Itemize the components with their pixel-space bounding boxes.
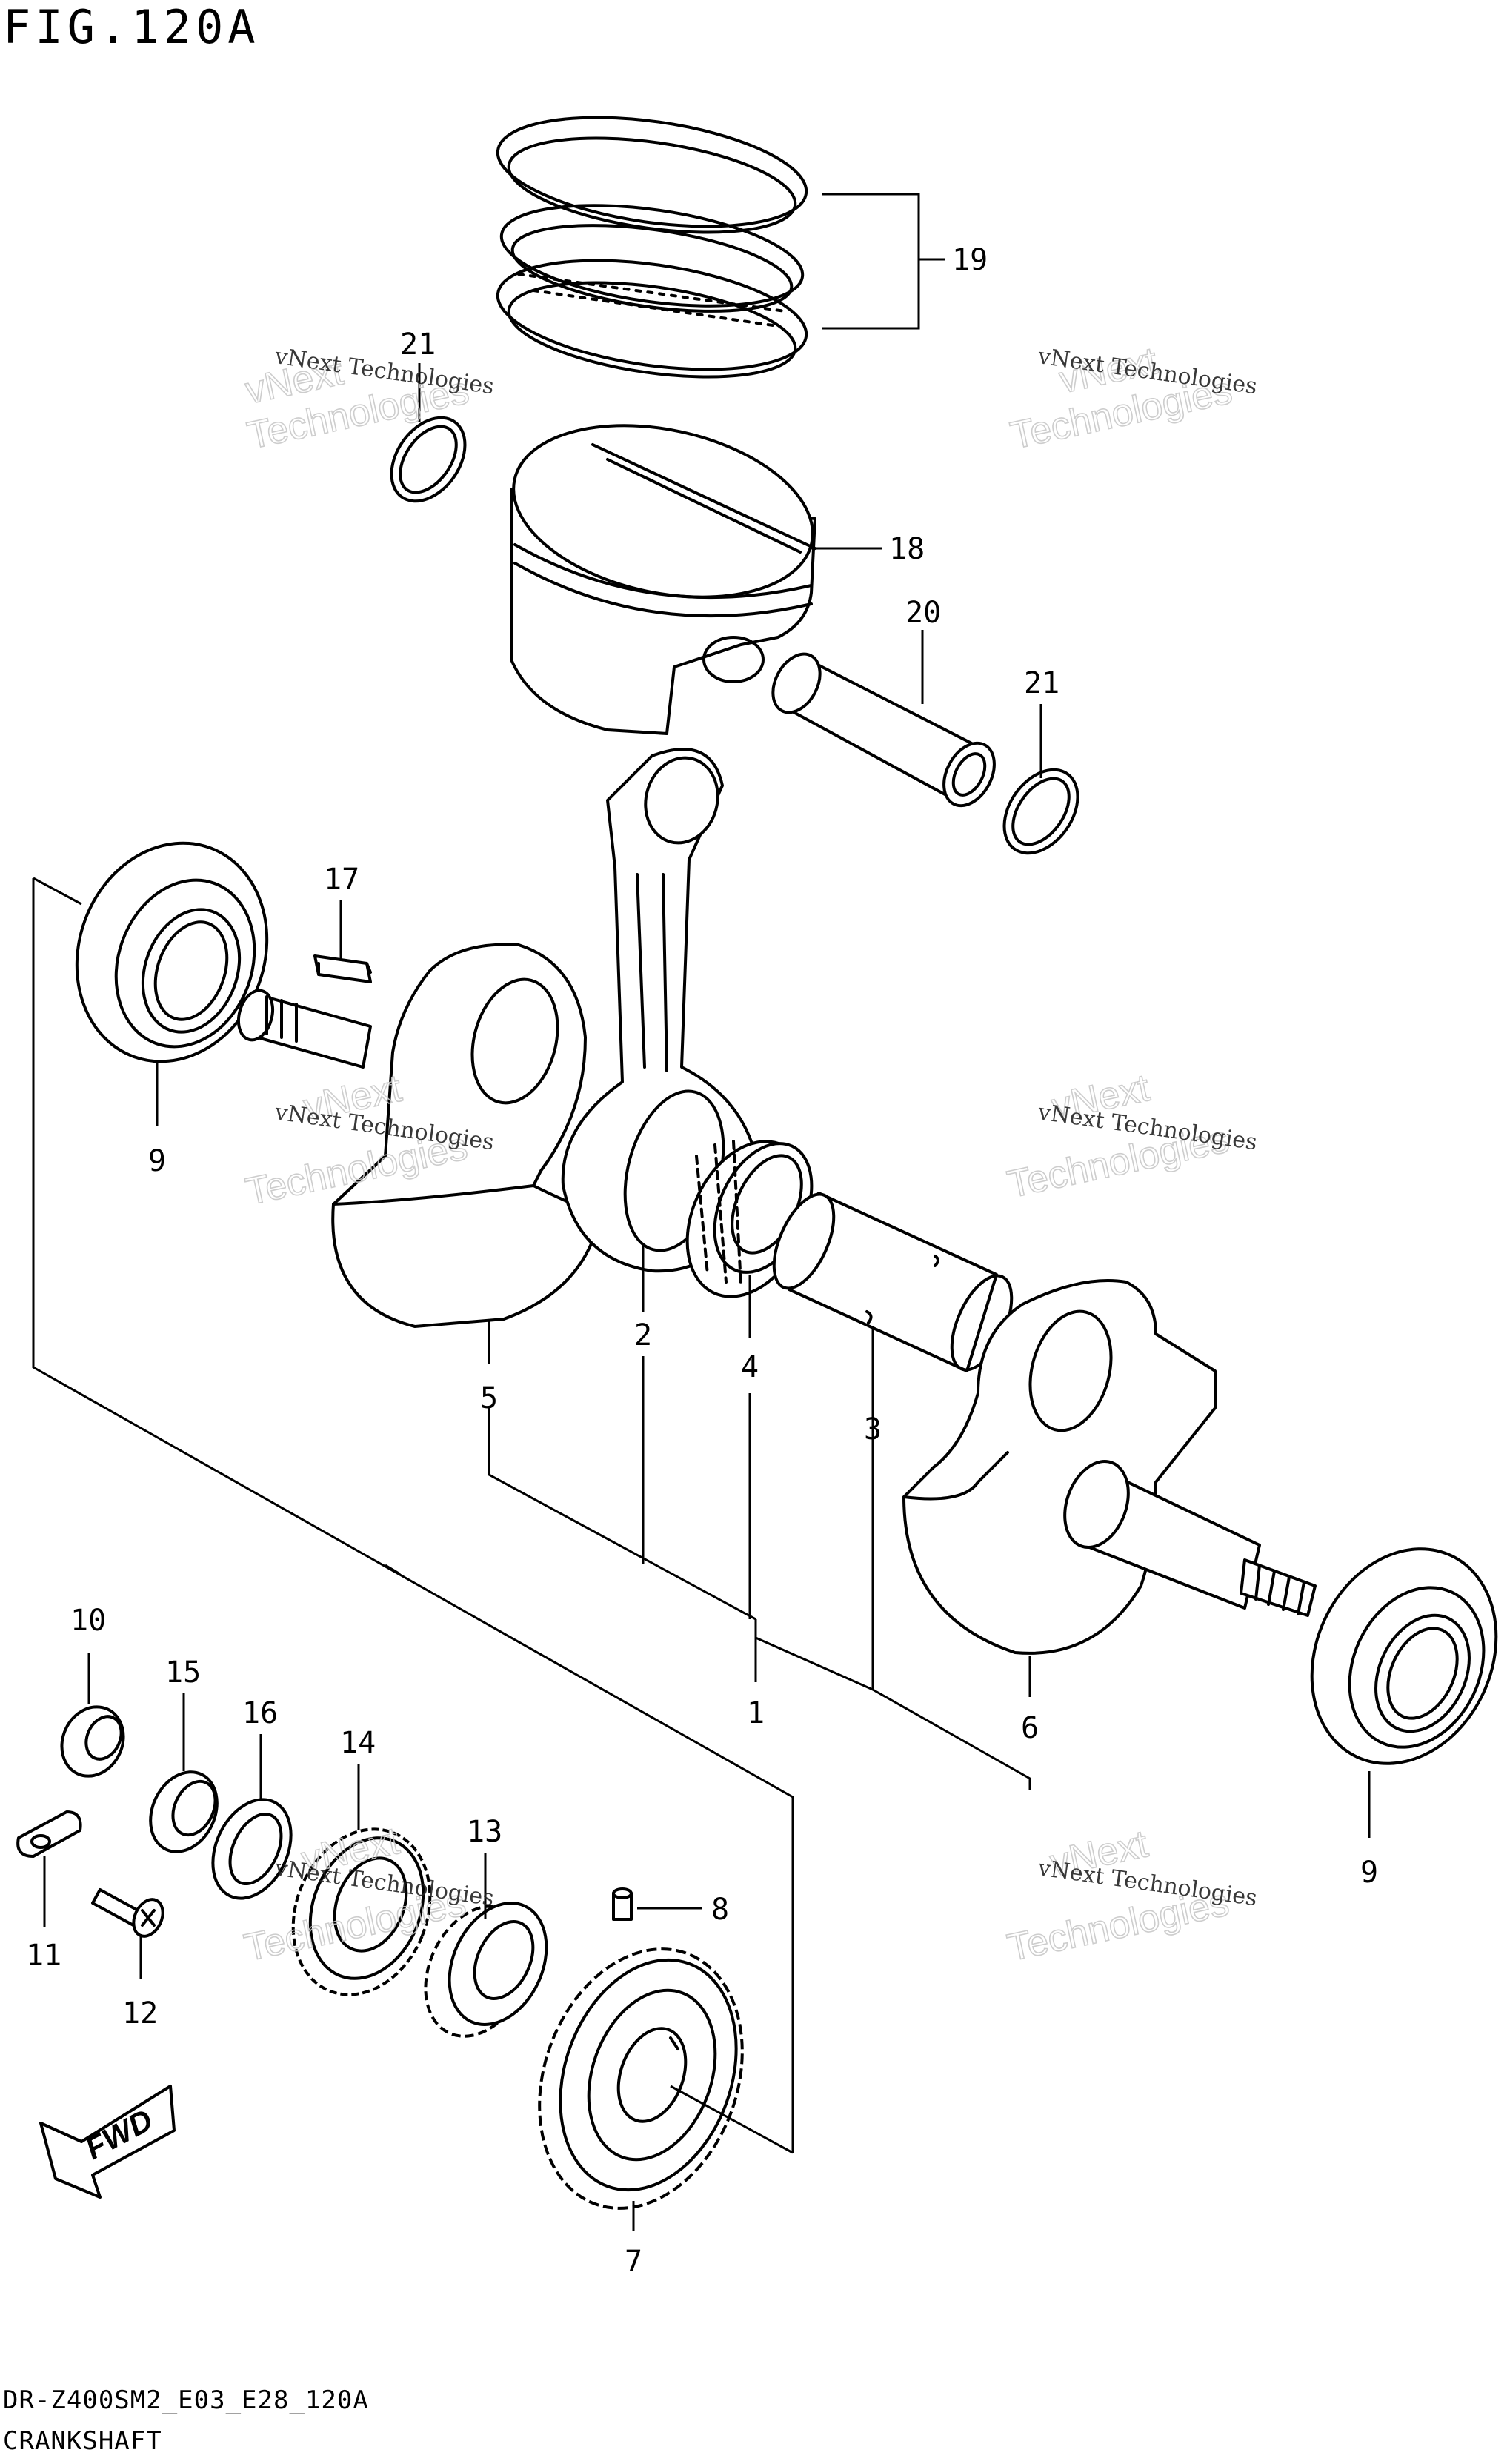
gear-bearing bbox=[424, 1902, 548, 2038]
piston-rings bbox=[496, 116, 808, 379]
callout-9b: 9 bbox=[1360, 1856, 1378, 1890]
callout-1: 1 bbox=[747, 1696, 765, 1730]
callout-2: 2 bbox=[634, 1318, 652, 1352]
leader-7-bracket bbox=[670, 2085, 794, 2154]
drive-gear-small bbox=[291, 1827, 432, 1996]
spacer bbox=[149, 1770, 219, 1853]
callout-10: 10 bbox=[70, 1604, 106, 1638]
callout-8: 8 bbox=[711, 1893, 729, 1927]
assembly-outline-gap bbox=[385, 1564, 401, 1575]
retainer-plate bbox=[16, 1810, 82, 1858]
assembly-outline-top bbox=[33, 877, 82, 906]
callout-4: 4 bbox=[741, 1350, 759, 1384]
callout-13: 13 bbox=[467, 1815, 502, 1849]
model-code: DR-Z400SM2_E03_E28_120A bbox=[3, 2385, 369, 2415]
arrow-lower-left-icon bbox=[39, 2085, 176, 2199]
callout-17: 17 bbox=[324, 863, 359, 897]
callout-7: 7 bbox=[625, 2245, 642, 2279]
dowel-pin bbox=[612, 1887, 633, 1921]
callout-21b: 21 bbox=[1024, 666, 1059, 700]
crank-pin bbox=[772, 1192, 1014, 1372]
callout-18: 18 bbox=[889, 532, 925, 566]
washer bbox=[211, 1798, 293, 1900]
bracket-1-link bbox=[754, 1619, 874, 1691]
woodruff-key bbox=[313, 954, 372, 983]
callout-11: 11 bbox=[26, 1939, 61, 1973]
callout-19: 19 bbox=[952, 243, 988, 277]
main-bearing-right bbox=[1310, 1547, 1498, 1765]
fwd-badge: FWD bbox=[39, 2085, 176, 2199]
primary-drive-gear bbox=[538, 1947, 744, 2210]
bracket-3-6 bbox=[872, 1688, 1031, 1790]
callout-3: 3 bbox=[864, 1412, 882, 1447]
crank-web-right bbox=[902, 1279, 1317, 1655]
crank-web-left bbox=[236, 943, 602, 1328]
bracket-5 bbox=[488, 1408, 756, 1621]
circlip-right bbox=[1002, 768, 1079, 855]
callout-12: 12 bbox=[122, 1996, 158, 2030]
callout-21a: 21 bbox=[400, 328, 436, 362]
screw bbox=[91, 1888, 164, 1938]
oil-seal bbox=[60, 1705, 125, 1778]
figure-title: FIG.120A bbox=[3, 0, 260, 54]
piston-pin bbox=[771, 652, 996, 808]
callout-14: 14 bbox=[340, 1726, 376, 1760]
callout-20: 20 bbox=[905, 596, 941, 630]
leader-19-bracket bbox=[822, 193, 920, 330]
main-bearing-left bbox=[75, 841, 269, 1063]
section-name: CRANKSHAFT bbox=[3, 2426, 162, 2456]
callout-6: 6 bbox=[1021, 1711, 1039, 1745]
callout-15: 15 bbox=[165, 1656, 201, 1690]
callout-9a: 9 bbox=[148, 1144, 166, 1178]
callout-16: 16 bbox=[242, 1696, 278, 1730]
assembly-outline bbox=[32, 878, 794, 2153]
circlip-left bbox=[390, 416, 467, 503]
piston bbox=[510, 424, 816, 735]
